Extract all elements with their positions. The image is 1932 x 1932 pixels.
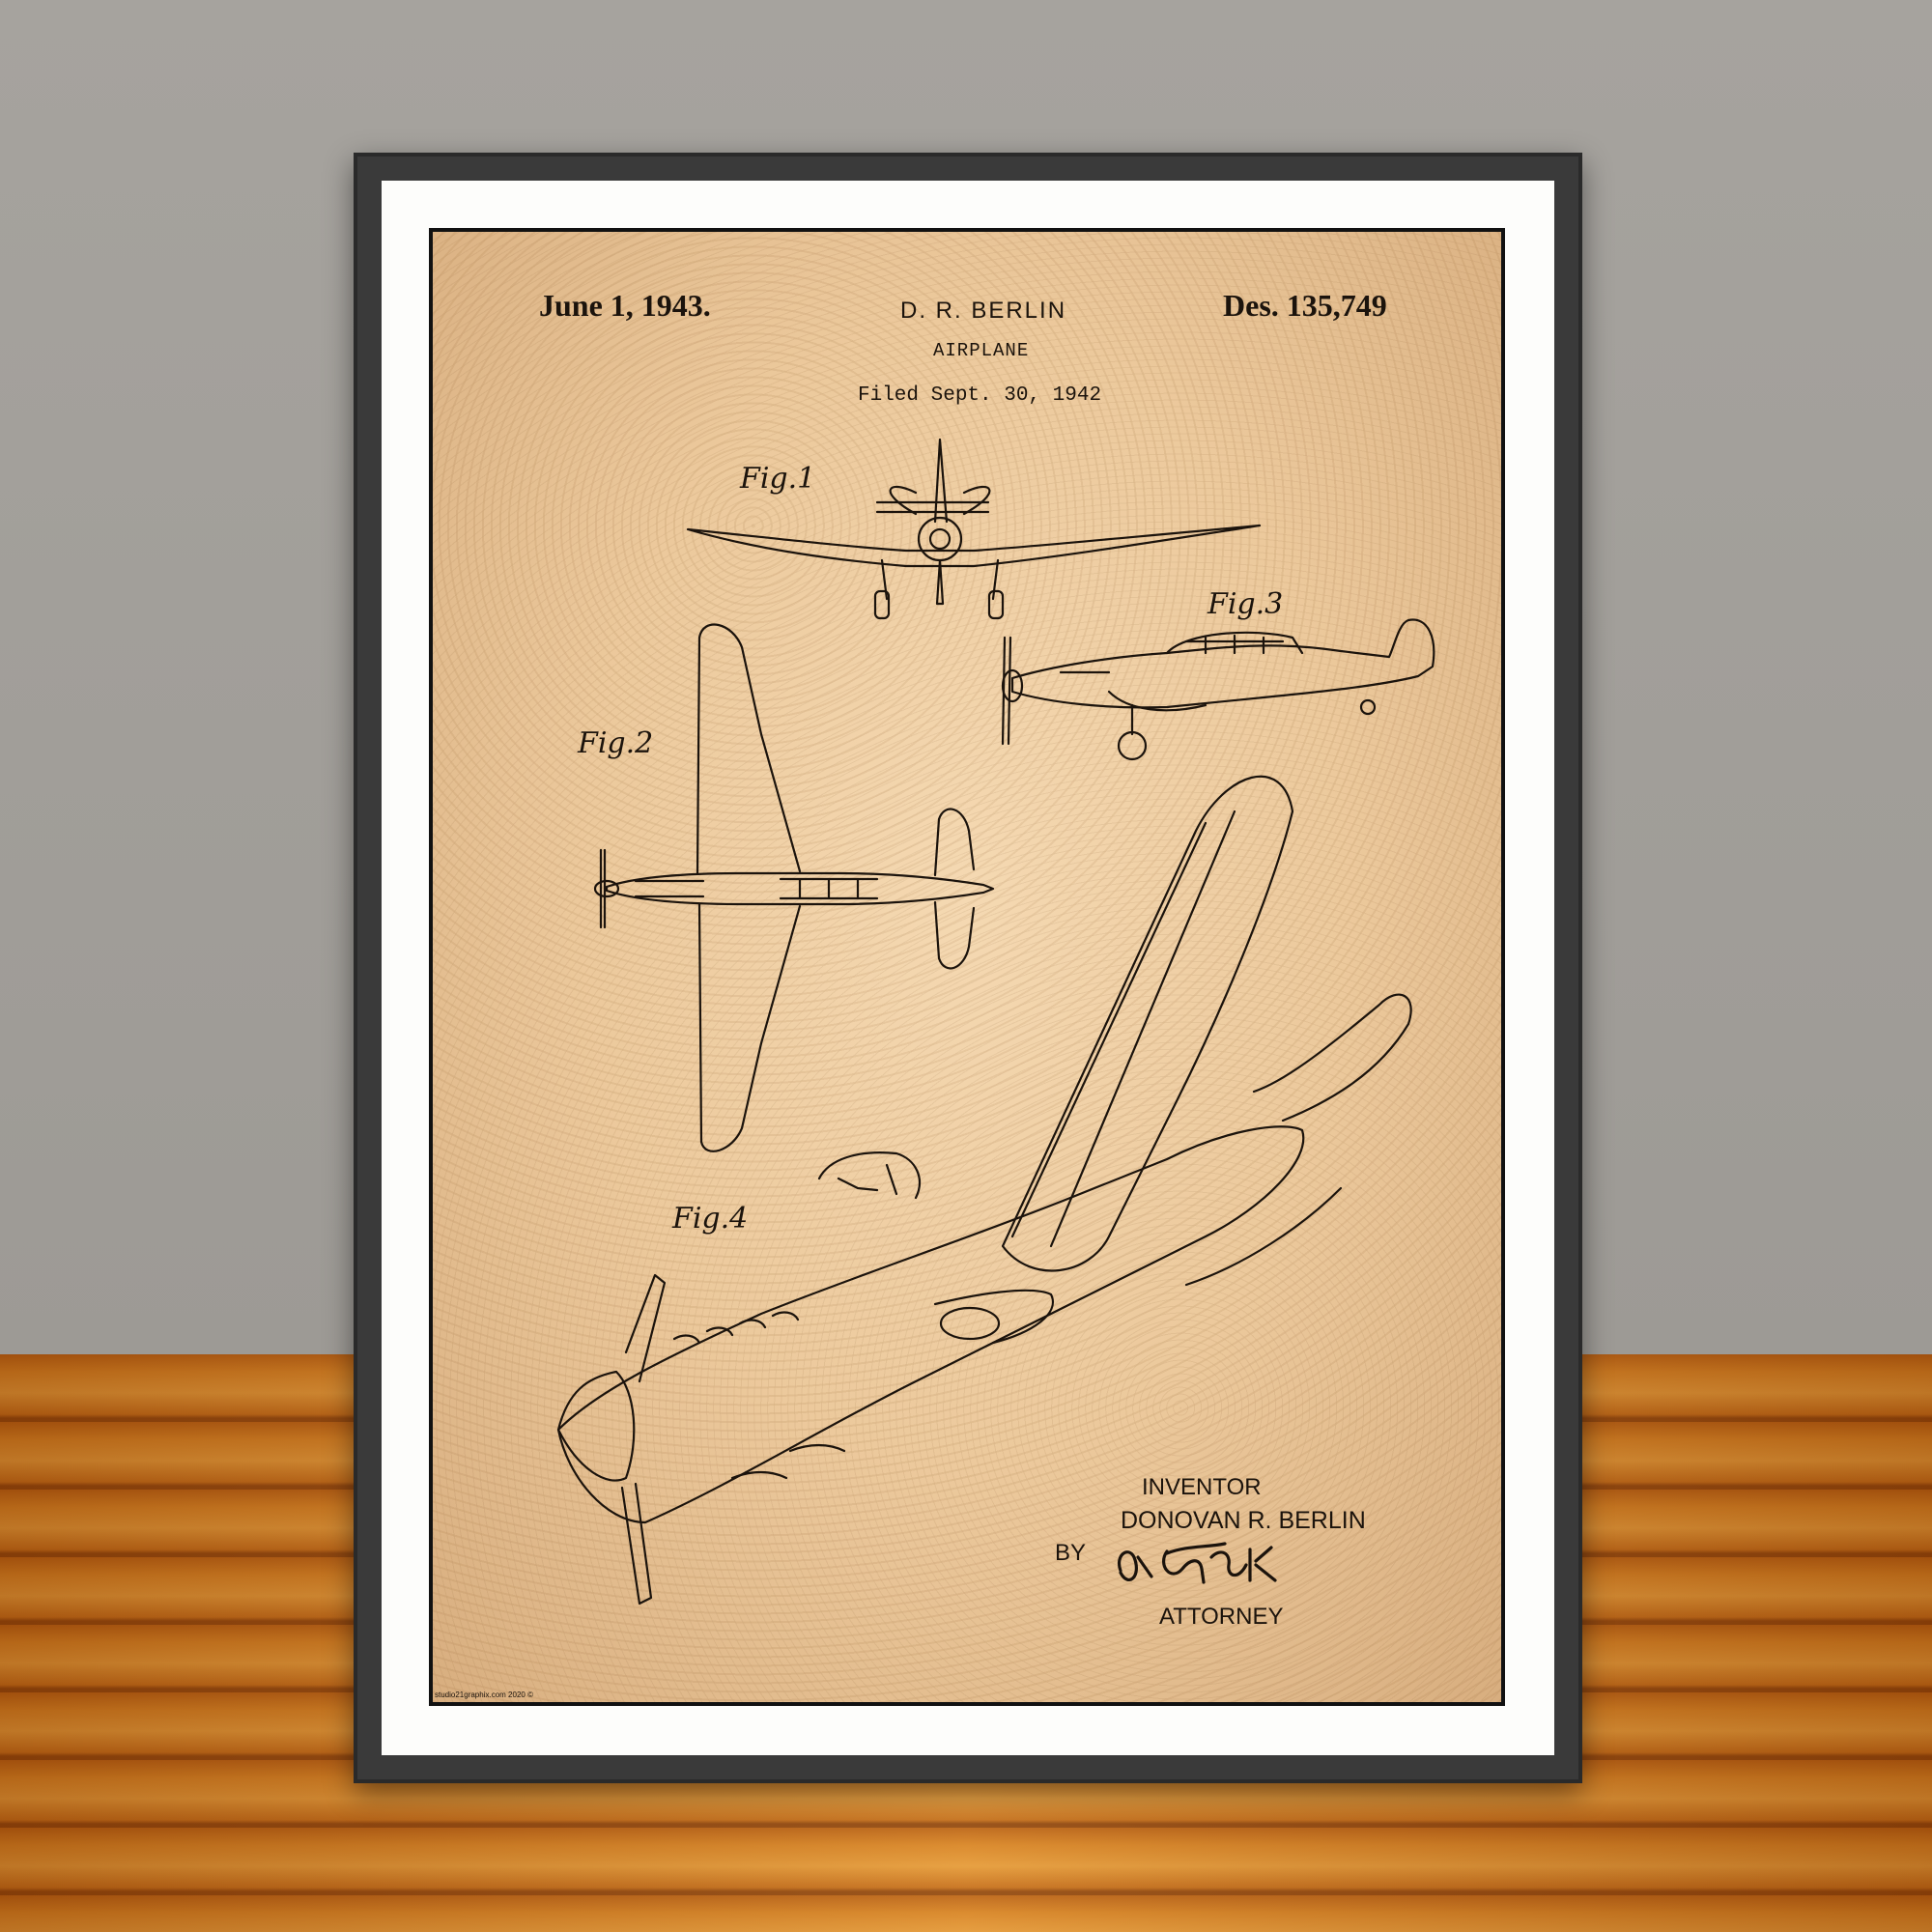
by-label: BY	[1055, 1540, 1087, 1566]
attorney-signature	[1118, 1542, 1277, 1584]
fig3-label: Fig.3	[1208, 587, 1284, 621]
fig2-label: Fig.2	[578, 726, 654, 760]
patent-inventor-short: D. R. BERLIN	[900, 298, 1067, 324]
patent-date: June 1, 1943.	[539, 288, 711, 323]
inventor-label: INVENTOR	[1142, 1474, 1262, 1500]
patent-title: AIRPLANE	[933, 340, 1030, 361]
fig4-label: Fig.4	[672, 1202, 749, 1236]
credit-text: studio21graphix.com 2020 ©	[435, 1690, 533, 1699]
attorney-label: ATTORNEY	[1159, 1604, 1284, 1630]
patent-print: June 1, 1943. D. R. BERLIN AIRPLANE File…	[429, 228, 1505, 1706]
airplane-drawings	[556, 438, 1435, 1605]
frame-bevel	[354, 153, 1582, 1783]
fig2-top-view	[593, 623, 995, 1152]
inventor-name: DONOVAN R. BERLIN	[1121, 1507, 1366, 1534]
fig4-perspective-view	[556, 775, 1412, 1605]
fig1-label: Fig.1	[740, 462, 816, 496]
patent-design-number: Des. 135,749	[1223, 288, 1387, 323]
fig1-front-view	[686, 438, 1262, 620]
fig3-side-view	[1001, 618, 1435, 761]
patent-filed-date: Filed Sept. 30, 1942	[858, 384, 1102, 407]
paper-texture	[433, 232, 1501, 1702]
